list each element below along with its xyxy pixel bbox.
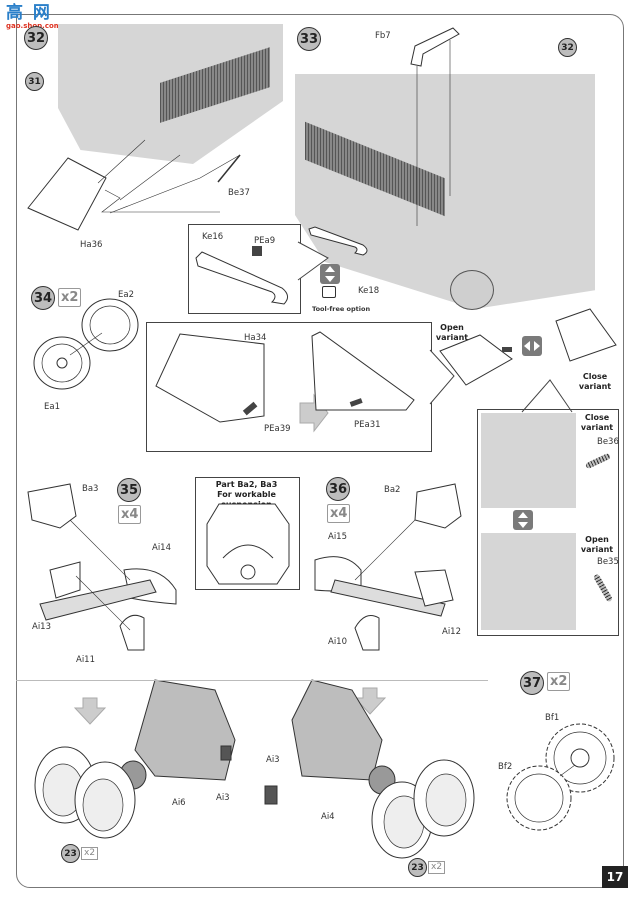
ref-23-left-quantity: x2 xyxy=(81,847,99,860)
step-37-badge: 37 xyxy=(520,671,544,695)
handle-ke16-assembled xyxy=(308,226,368,256)
part-label-ai15: Ai15 xyxy=(328,532,347,542)
step-37-quantity: x2 xyxy=(547,672,571,691)
watermark-title: 高 网 xyxy=(6,3,52,23)
hatch-plate-ha36 xyxy=(27,157,220,231)
part-label-be36: Be36 xyxy=(597,437,619,447)
part-label-ea2: Ea2 xyxy=(118,290,134,300)
hatch-ha34-rear xyxy=(311,331,415,411)
callout-pointer-open xyxy=(429,349,455,405)
step-34-quantity: x2 xyxy=(58,288,82,307)
callout-pointer xyxy=(297,241,329,281)
part-label-ai11: Ai11 xyxy=(76,655,95,665)
step-32-badge: 32 xyxy=(24,26,48,50)
part-label-ai10: Ai10 xyxy=(328,637,347,647)
open-variant-label: Open variant xyxy=(435,323,469,342)
close-variant-detail-label: Close variant xyxy=(580,413,614,432)
part-label-ai13: Ai13 xyxy=(32,622,51,632)
part-label-fb7: Fb7 xyxy=(375,31,391,41)
note-title: Part Ba2, Ba3 xyxy=(215,480,278,489)
page-number: 17 xyxy=(602,866,628,888)
ref-23-left: 23 xyxy=(61,844,80,863)
part-label-ai12: Ai12 xyxy=(442,627,461,637)
swap-option-icon xyxy=(320,264,340,284)
step-36-quantity: x4 xyxy=(327,504,351,523)
ref-23-right: 23 xyxy=(408,858,427,877)
part-label-bf2: Bf2 xyxy=(498,762,513,772)
open-variant-detail-label: Open variant xyxy=(580,535,614,554)
suspension-arm-assembly-35 xyxy=(27,483,177,651)
part-label-ea1: Ea1 xyxy=(44,402,60,412)
part-label-pea9: PEa9 xyxy=(254,236,276,246)
hatch-open-illustration xyxy=(439,334,513,386)
suspension-arm-assembly-36 xyxy=(314,483,462,651)
part-label-pea39: PEa39 xyxy=(264,424,291,434)
part-ke18-glyph xyxy=(322,286,336,298)
part-label-ba3: Ba3 xyxy=(82,484,99,494)
part-label-pea31: PEa31 xyxy=(354,420,381,430)
part-label-ke18: Ke18 xyxy=(358,286,380,296)
page-frame xyxy=(16,14,624,888)
ref-31: 31 xyxy=(25,72,44,91)
variant-swap-icon xyxy=(522,336,542,356)
part-label-be37: Be37 xyxy=(228,188,250,198)
part-label-bf1: Bf1 xyxy=(545,713,560,723)
part-label-ai3-right: Ai3 xyxy=(266,755,280,765)
down-arrow-left xyxy=(73,697,107,725)
part-label-ai6: Ai6 xyxy=(172,798,186,808)
part-label-be35: Be35 xyxy=(597,557,619,567)
bogie-assembly-left xyxy=(34,679,236,839)
part-label-ai4: Ai4 xyxy=(321,812,335,822)
handle-fb7 xyxy=(410,27,460,226)
variant-detail-box xyxy=(477,409,619,636)
open-variant-view xyxy=(481,533,576,630)
part-label-ai3-left: Ai3 xyxy=(216,793,230,803)
variant-swap-icon-2 xyxy=(513,510,533,530)
step-34-badge: 34 xyxy=(31,286,55,310)
road-wheel-front xyxy=(450,270,494,310)
sprocket-assembly xyxy=(506,723,615,831)
step-33-badge: 33 xyxy=(297,27,321,51)
workable-suspension-note-box xyxy=(195,477,300,590)
bogie-assembly-right xyxy=(264,679,475,859)
part-ba-illustration xyxy=(206,503,290,585)
part-label-ha34: Ha34 xyxy=(244,333,267,343)
step-36-badge: 36 xyxy=(326,477,350,501)
handle-ke16-detail xyxy=(195,246,288,305)
tool-free-option-label: Tool-free option xyxy=(312,305,371,313)
wheel-hubs-ea xyxy=(33,298,139,390)
ref-32: 32 xyxy=(558,38,577,57)
close-variant-label: Close variant xyxy=(578,372,612,391)
step-35-quantity: x4 xyxy=(118,505,142,524)
part-label-ba2: Ba2 xyxy=(384,485,401,495)
part-label-ai14: Ai14 xyxy=(152,543,171,553)
hatch-closed-illustration xyxy=(555,308,617,362)
hatch-ha34 xyxy=(155,333,265,423)
step-35-badge: 35 xyxy=(117,478,141,502)
part-label-ha36: Ha36 xyxy=(80,240,103,250)
leader-lines-32 xyxy=(97,139,241,214)
variant-box-pointer xyxy=(521,379,573,413)
down-arrow-right xyxy=(353,687,387,715)
close-variant-view xyxy=(481,413,576,508)
part-label-ke16: Ke16 xyxy=(202,232,224,242)
bottom-left-section-frame xyxy=(16,680,488,887)
ref-23-right-quantity: x2 xyxy=(428,861,446,874)
